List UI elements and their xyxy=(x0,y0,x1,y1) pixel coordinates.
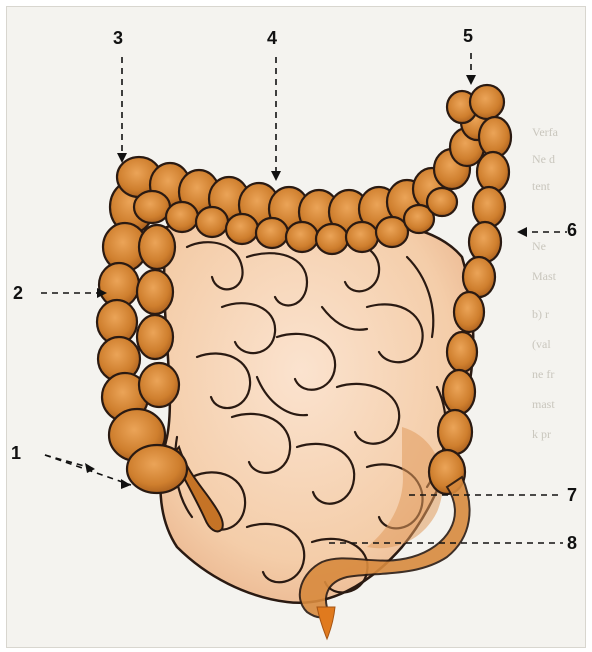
label-8: 8 xyxy=(567,534,577,552)
transverse-colon xyxy=(117,85,504,254)
label-2: 2 xyxy=(13,284,23,302)
intestine-diagram xyxy=(7,7,585,647)
label-6: 6 xyxy=(567,221,577,239)
label-4: 4 xyxy=(267,29,277,47)
figure-frame: Verfa Ne d tent Ne Mast b) r (val ne fr … xyxy=(6,6,586,648)
label-7: 7 xyxy=(567,486,577,504)
label-5: 5 xyxy=(463,27,473,45)
label-3: 3 xyxy=(113,29,123,47)
label-1: 1 xyxy=(11,444,21,462)
rectum xyxy=(317,607,335,639)
small-intestine xyxy=(160,217,473,603)
